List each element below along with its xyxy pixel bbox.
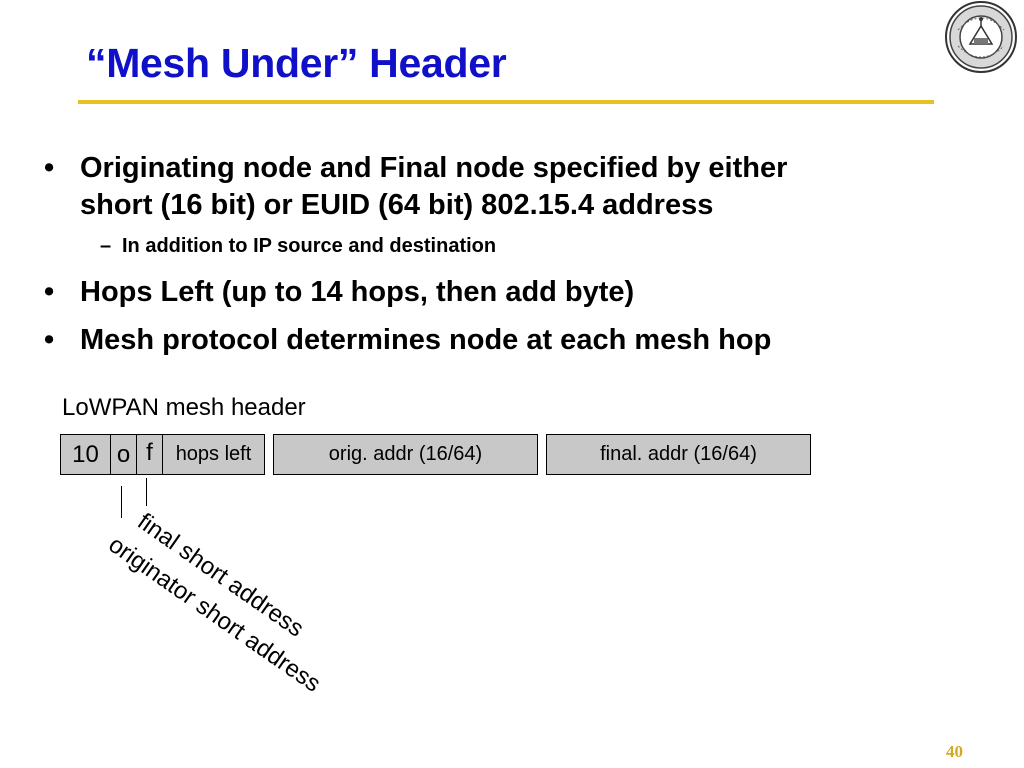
- sub-bullet-1-text: In addition to IP source and destination: [122, 235, 497, 257]
- originator-flag-field: o: [111, 435, 137, 474]
- sub-bullet-1: – In addition to IP source and destinati…: [100, 234, 700, 258]
- sub-bullet-marker: –: [100, 235, 112, 257]
- final-addr-field: final. addr (16/64): [546, 434, 811, 475]
- bullet-1: • Originating node and Final node specif…: [44, 150, 944, 222]
- slide-title: “Mesh Under” Header: [86, 40, 507, 86]
- hops-left-field: hops left: [175, 443, 252, 465]
- university-seal-logo: [945, 1, 1017, 73]
- bullet-1-line-1: Originating node and Final node specifie…: [80, 152, 788, 184]
- final-flag-pointer: [146, 478, 147, 506]
- mesh-header-first-byte: 10 o f hops left: [60, 434, 265, 475]
- bullet-2: • Hops Left (up to 14 hops, then add byt…: [44, 274, 944, 310]
- final-flag-field: f: [137, 435, 163, 474]
- orig-addr-field: orig. addr (16/64): [273, 434, 538, 475]
- bullet-3-text: Mesh protocol determines node at each me…: [80, 324, 772, 356]
- originator-flag-pointer: [121, 486, 122, 518]
- title-underline: [78, 100, 934, 104]
- bullet-marker: •: [44, 152, 55, 184]
- final-addr-label: final. addr (16/64): [600, 443, 757, 465]
- page-number: 40: [946, 742, 963, 761]
- bullet-3: • Mesh protocol determines node at each …: [44, 322, 944, 358]
- orig-addr-label: orig. addr (16/64): [328, 443, 483, 465]
- bullet-marker: •: [44, 324, 55, 356]
- bullet-1-line-2: short (16 bit) or EUID (64 bit) 802.15.4…: [80, 189, 714, 221]
- bullet-2-text: Hops Left (up to 14 hops, then add byte): [80, 276, 635, 308]
- diagram-caption: LoWPAN mesh header: [62, 394, 306, 421]
- bullet-marker: •: [44, 276, 55, 308]
- dispatch-bits-field: 10: [61, 435, 111, 474]
